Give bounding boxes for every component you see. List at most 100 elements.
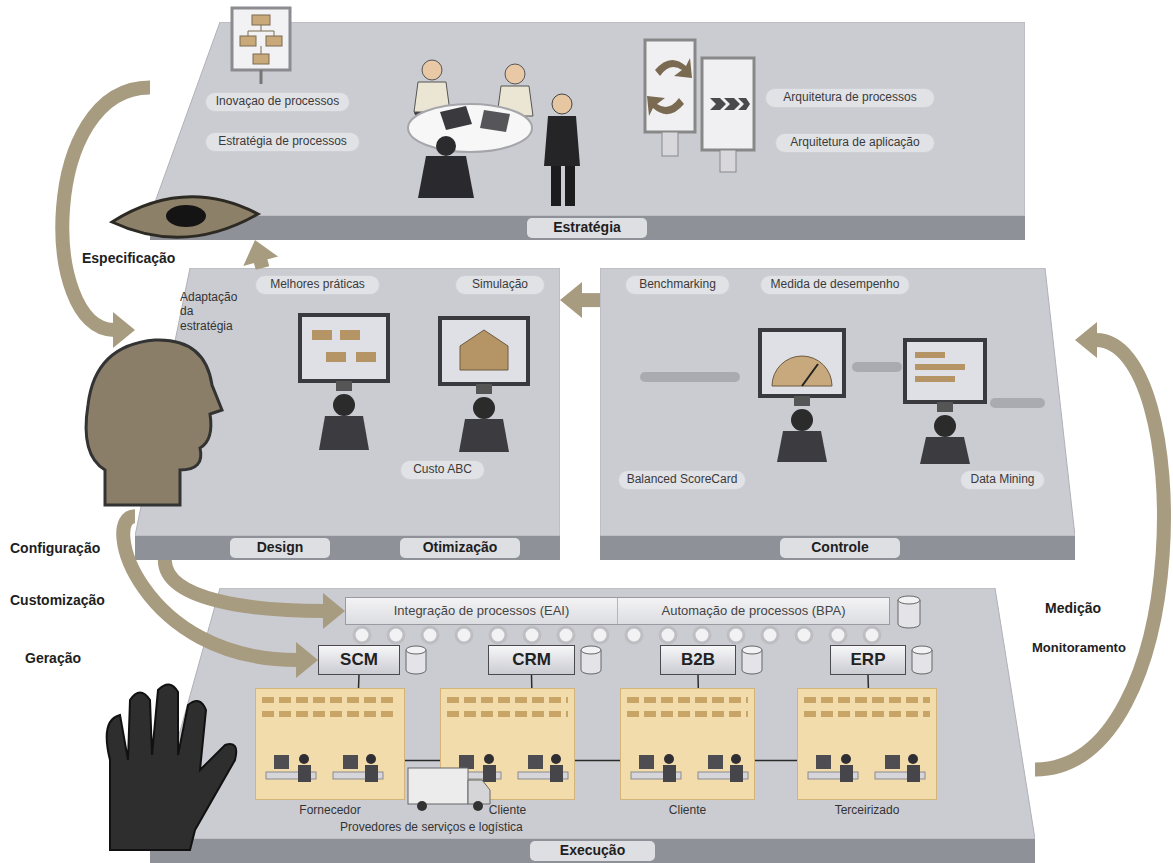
layer-title: Controle <box>780 538 900 558</box>
monitor-stand <box>336 381 352 391</box>
platform-top <box>135 268 560 536</box>
monitor <box>300 315 388 381</box>
office-workers <box>451 754 568 782</box>
whiteboard <box>645 40 695 132</box>
system-box: ERP <box>830 645 906 675</box>
system-box: CRM <box>488 645 575 675</box>
window-row <box>262 697 398 703</box>
node-text: Simulação <box>456 276 544 294</box>
monitor <box>905 340 985 402</box>
gear <box>524 627 540 643</box>
link-path <box>575 760 620 762</box>
platform-edge <box>600 536 1075 560</box>
platform-shape <box>600 268 1075 560</box>
database-top <box>406 646 426 654</box>
system-box: B2B <box>660 645 736 675</box>
arrow-head <box>1075 322 1097 358</box>
node-text: Balanced ScoreCard <box>619 471 745 489</box>
screen-bars <box>915 352 945 358</box>
strategy-platform: EstratégiaInovaçao de processosEstratégi… <box>150 22 1025 240</box>
arrow-label: Configuração <box>10 540 100 556</box>
design-platform: DesignOtimizaçãoMelhores práticasSimulaç… <box>135 268 560 560</box>
node-text: Arquitetura de aplicação <box>776 134 934 152</box>
node-text: Estratégia de processos <box>206 133 359 151</box>
whiteboard <box>702 58 754 150</box>
gear <box>728 627 744 643</box>
gear <box>490 627 506 643</box>
gear <box>558 627 574 643</box>
database <box>581 650 601 674</box>
office-workers <box>631 754 748 782</box>
topic-pill: Inovaçao de processos <box>205 92 350 112</box>
building-wall <box>440 688 575 800</box>
node-text: Integração de processos (EAI) <box>346 598 618 624</box>
flow-arrow <box>243 240 278 268</box>
arrow-head <box>560 282 582 318</box>
person-head <box>552 94 572 114</box>
screen-box <box>312 330 332 340</box>
window-row <box>447 697 568 703</box>
person-body <box>319 416 369 450</box>
platform-edge <box>150 839 1035 863</box>
chair <box>414 104 450 120</box>
platform-edge <box>135 536 560 560</box>
node-text: Automação de processos (BPA) <box>618 598 889 624</box>
chart-line <box>248 25 274 54</box>
partner-building: Cliente <box>620 688 755 820</box>
node-text: Medida de desempenho <box>761 276 909 294</box>
screen-box <box>340 330 360 340</box>
flow-arrow <box>560 282 600 318</box>
gear <box>864 627 880 643</box>
partner-building: Cliente <box>440 688 575 820</box>
board-stand <box>662 132 678 156</box>
topic-pill: Arquitetura de aplicação <box>775 133 935 153</box>
link-line <box>698 675 699 688</box>
window-row <box>627 697 748 703</box>
node-text: CRM <box>489 646 574 674</box>
gear-row <box>354 627 880 643</box>
window-row <box>804 697 930 703</box>
database-top <box>898 596 920 604</box>
node-text: SCM <box>319 646 399 674</box>
person-body <box>777 431 827 462</box>
whiteboard <box>232 8 290 70</box>
arrow-label: Especificação <box>82 250 175 266</box>
window-row <box>262 711 398 717</box>
flow-arrow <box>123 516 318 678</box>
gear <box>354 627 370 643</box>
person-body <box>459 419 509 452</box>
head-silhouette <box>86 340 222 505</box>
person-leg <box>551 166 561 206</box>
topic-pill: Simulação <box>455 275 545 295</box>
node-text: ERP <box>831 646 905 674</box>
arrow-shaft <box>581 293 600 307</box>
link-path <box>755 760 797 762</box>
topic-pill: Custo ABC <box>400 460 485 480</box>
flow-arrow <box>1035 322 1164 769</box>
link-path <box>867 675 869 688</box>
arrow-shaft <box>123 516 297 660</box>
chart-box <box>240 36 256 46</box>
node-text: Inovaçao de processos <box>206 93 349 111</box>
topic-pill: Arquitetura de processos <box>765 88 935 108</box>
building-wall <box>797 688 937 800</box>
connector-bar <box>990 398 1045 408</box>
person-head <box>791 409 813 431</box>
monitor-stand <box>794 396 810 406</box>
connector-bar <box>852 362 902 372</box>
truck-cab <box>468 780 490 804</box>
laptop <box>480 110 510 132</box>
board-chevrons <box>710 98 750 110</box>
person-head <box>934 415 956 437</box>
flow-arrow <box>165 560 345 629</box>
connector-bar <box>640 372 740 382</box>
integration-bar: Integração de processos (EAI)Automação d… <box>345 597 890 625</box>
free-label: Customização <box>10 592 105 608</box>
screen-bars <box>915 364 965 370</box>
monitor-stand <box>476 384 492 394</box>
gear <box>592 627 608 643</box>
gear <box>456 627 472 643</box>
screen-bars <box>915 376 955 382</box>
truck-wheel <box>473 801 483 811</box>
gear <box>796 627 812 643</box>
